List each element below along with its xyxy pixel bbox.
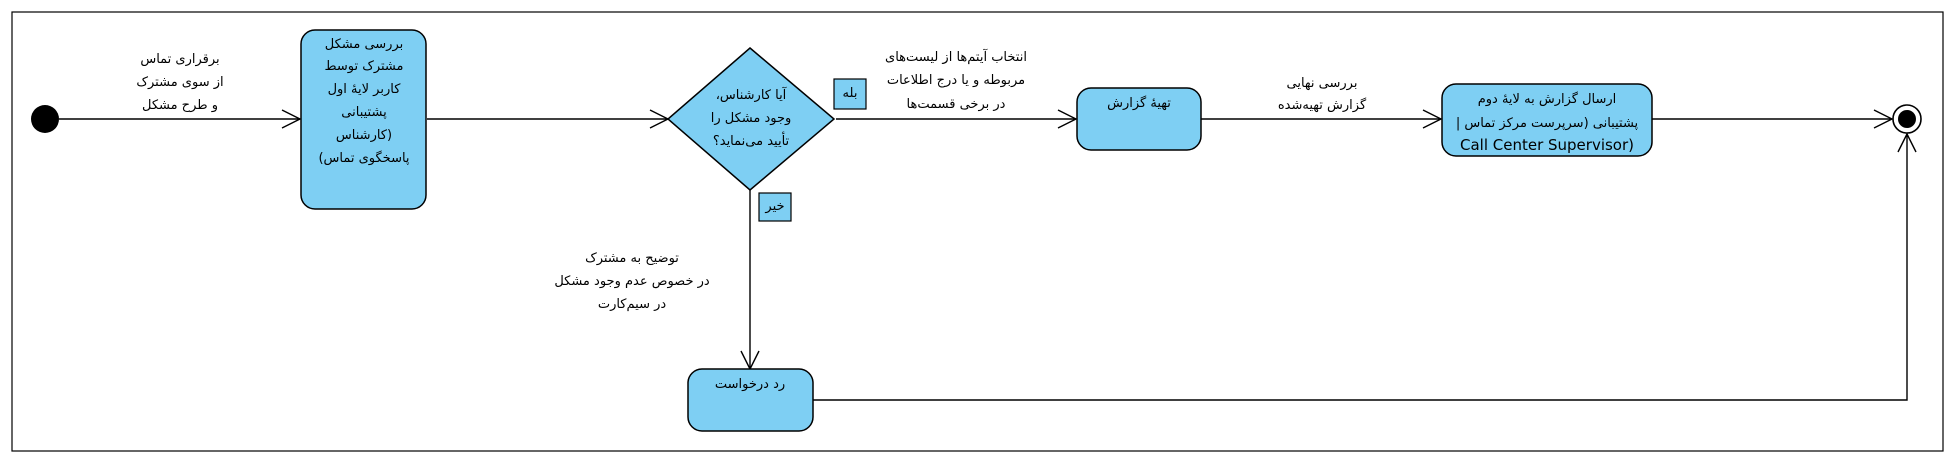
- action-send-line-2: پشتیبانی (سرپرست مرکز تماس |: [1456, 116, 1639, 131]
- edge-label-yes-line-2: مربوطه و یا درج اطلاعات: [887, 73, 1025, 88]
- decision-line-3: تأیید می‌نماید؟: [713, 131, 790, 149]
- edge-label-no-to-reject: توضیح به مشترک در خصوص عدم وجود مشکل در …: [554, 251, 710, 312]
- action-review-line-4: پشتیبانی: [341, 105, 387, 120]
- action-prepare-label: تهیهٔ گزارش: [1107, 95, 1171, 111]
- edge-label-start-line-3: و طرح مشکل: [142, 98, 218, 113]
- action-review-line-6: پاسخگوی تماس): [318, 150, 409, 166]
- flow-reject-to-final: [813, 132, 1917, 401]
- action-send-line-3: Call Center Supervisor): [1460, 136, 1634, 154]
- decision-confirm-problem: آیا کارشناس، وجود مشکل را تأیید می‌نماید…: [666, 47, 836, 191]
- action-review-line-2: مشترک توسط: [325, 59, 404, 74]
- edge-label-no-line-3: در سیم‌کارت: [598, 297, 667, 312]
- edge-label-prepare-line-1: بررسی نهایی: [1287, 76, 1358, 91]
- action-reject-request: رد درخواست: [687, 368, 814, 432]
- decision-line-1: آیا کارشناس،: [716, 86, 788, 103]
- edge-label-no-line-2: در خصوص عدم وجود مشکل: [554, 274, 710, 289]
- edge-label-start-line-2: از سوی مشترک: [136, 75, 223, 90]
- flow-send-to-final: [1652, 109, 1894, 129]
- action-prepare-report: تهیهٔ گزارش: [1076, 87, 1202, 151]
- decision-line-2: وجود مشکل را: [711, 111, 792, 126]
- edge-label-yes-line-3: در برخی قسمت‌ها: [907, 97, 1006, 112]
- flow-decision-to-reject: [740, 190, 760, 371]
- action-review-line-1: بررسی مشکل: [325, 37, 404, 52]
- action-send-report: ارسال گزارش به لایهٔ دوم پشتیبانی (سرپرس…: [1441, 83, 1653, 157]
- flow-review-to-decision: [427, 109, 670, 129]
- flow-decision-to-prepare: [836, 109, 1078, 129]
- action-send-line-1: ارسال گزارش به لایهٔ دوم: [1478, 91, 1617, 107]
- edge-label-prepare-line-2: گزارش تهیه‌شده: [1278, 97, 1367, 113]
- guard-yes-label: بله: [843, 86, 858, 101]
- edge-label-yes-line-1: انتخاب آیتم‌ها از لیست‌های: [885, 48, 1027, 65]
- flow-start-to-review: [59, 109, 302, 129]
- guard-no-label: خیر: [764, 199, 784, 214]
- edge-label-start-to-review: برقراری تماس از سوی مشترک و طرح مشکل: [136, 52, 223, 113]
- action-review-line-3: کاربر لایهٔ اول: [328, 82, 402, 97]
- action-review-problem: بررسی مشکل مشترک توسط کاربر لایهٔ اول پش…: [300, 29, 427, 210]
- guard-yes: بله: [833, 78, 867, 110]
- flow-prepare-to-send: [1201, 109, 1443, 129]
- action-reject-label: رد درخواست: [715, 377, 785, 392]
- edge-label-no-line-1: توضیح به مشترک: [585, 251, 679, 266]
- edge-label-start-line-1: برقراری تماس: [140, 52, 219, 67]
- diagram-frame: [11, 11, 1944, 452]
- edge-label-yes-to-prepare: انتخاب آیتم‌ها از لیست‌های مربوطه و یا د…: [885, 48, 1027, 112]
- action-review-line-5: (کارشناس: [336, 128, 392, 143]
- final-node: [1892, 104, 1922, 134]
- guard-no: خیر: [758, 192, 792, 222]
- initial-node: [31, 105, 59, 133]
- edge-label-prepare-to-send: بررسی نهایی گزارش تهیه‌شده: [1278, 76, 1367, 113]
